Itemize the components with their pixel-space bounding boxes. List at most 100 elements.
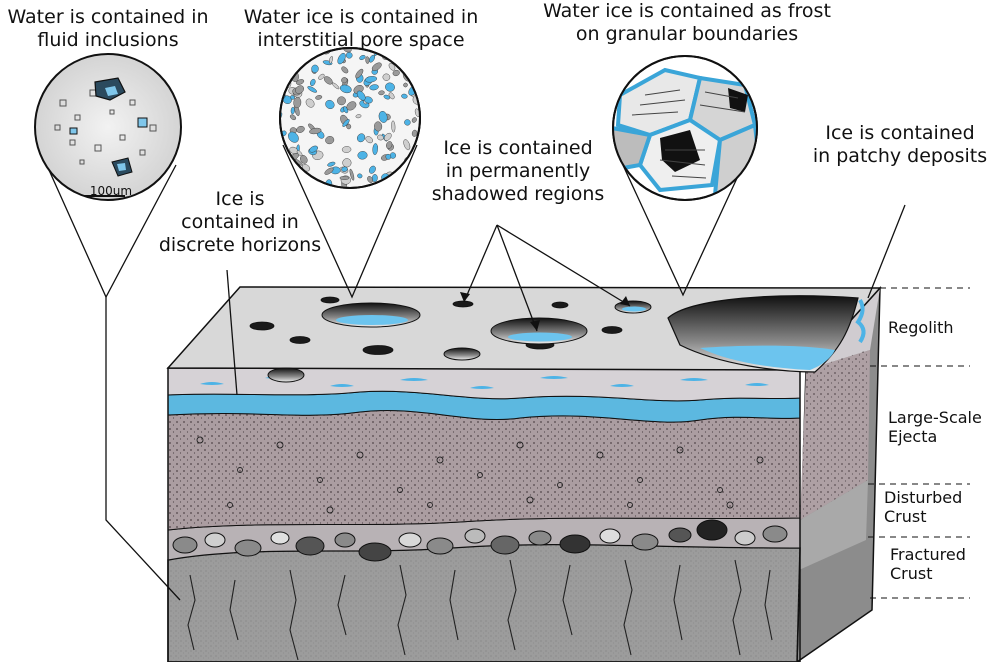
pore-grain <box>337 96 346 106</box>
pore-grain <box>315 95 323 100</box>
patchy-deposit-crater <box>667 295 859 373</box>
pore-grain <box>386 141 393 149</box>
pore-grain <box>371 62 382 71</box>
lens-fluid-inclusions <box>34 53 182 201</box>
pore-grain <box>289 66 295 75</box>
boulders <box>172 519 788 562</box>
regolith-front-layer <box>167 367 801 402</box>
pore-grain <box>403 82 408 88</box>
pore-grain <box>369 54 375 63</box>
pore-grain <box>289 54 301 60</box>
pore-grain <box>329 56 333 64</box>
pore-grain <box>286 174 296 181</box>
pore-grain <box>341 77 348 84</box>
psr-crater-3 <box>614 300 652 314</box>
pore-grain <box>332 82 340 90</box>
pore-grain <box>411 117 417 123</box>
pore-grain <box>309 145 318 153</box>
lens-pore-space <box>279 47 421 189</box>
scale-bar-label: 100um <box>89 184 133 198</box>
pore-grain <box>288 54 295 61</box>
pore-grain <box>339 176 350 180</box>
pore-grain <box>288 131 299 143</box>
pore-grain <box>383 94 391 100</box>
pore-grain <box>355 114 362 119</box>
pore-grain <box>392 69 400 77</box>
pore-grain <box>365 56 370 64</box>
pore-grain <box>346 101 357 111</box>
leader-lines <box>39 144 906 601</box>
pore-grain <box>385 153 392 160</box>
pore-grain <box>296 125 305 133</box>
pore-grain <box>280 154 287 162</box>
craters <box>249 296 623 355</box>
pore-grain <box>325 136 335 145</box>
pore-grain <box>342 119 350 127</box>
pore-grain <box>382 73 391 81</box>
pore-grain <box>359 55 366 60</box>
psr-crater-1 <box>321 302 421 328</box>
pore-grain <box>318 73 325 80</box>
pore-grain <box>325 99 335 110</box>
pore-grain <box>364 76 378 83</box>
ejecta-clasts <box>196 436 764 514</box>
pore-grain <box>290 106 295 115</box>
pore-grain <box>310 78 316 87</box>
pore-grain <box>289 114 297 121</box>
pore-grain <box>357 173 363 179</box>
pore-grain <box>367 176 373 183</box>
pore-grain <box>404 119 411 126</box>
pore-grain <box>324 167 334 175</box>
crust-cracks <box>187 559 773 661</box>
layer-label-regolith: Regolith <box>888 318 954 337</box>
pore-grain <box>403 59 409 67</box>
pore-grain <box>356 90 366 101</box>
pore-grain <box>341 66 349 74</box>
pore-grain <box>339 84 352 94</box>
pore-grain <box>296 79 305 85</box>
pore-grain <box>287 61 294 66</box>
pore-grain <box>369 84 379 91</box>
patchy-ice-edge <box>855 298 866 344</box>
pore-grain <box>327 161 336 167</box>
pore-grain <box>355 68 364 79</box>
pore-grain <box>280 68 286 79</box>
pore-grain <box>391 120 396 133</box>
pore-grain <box>295 85 304 94</box>
ice-streaks <box>200 376 769 389</box>
pore-grain <box>337 52 346 65</box>
layer-boundary-dashes <box>868 287 970 599</box>
pore-grain <box>357 151 368 160</box>
pore-grain <box>342 158 352 168</box>
arrowheads <box>460 292 630 331</box>
pore-grain <box>311 64 319 73</box>
block-right-face <box>796 285 881 662</box>
pore-grain <box>307 86 318 93</box>
psr-crater-2 <box>490 317 588 345</box>
pore-grain <box>368 165 376 174</box>
block-front-face <box>167 367 801 662</box>
pore-grain <box>345 52 353 59</box>
pore-grain <box>305 98 315 108</box>
pore-grain <box>357 133 366 143</box>
pore-grain <box>296 150 303 157</box>
pore-grain <box>383 132 392 141</box>
pore-grain <box>413 54 419 65</box>
pore-grain <box>403 60 414 69</box>
pore-grain <box>280 74 289 82</box>
lens-frost-grains <box>612 55 758 201</box>
pore-grain <box>411 129 418 137</box>
pore-grain <box>341 166 348 172</box>
pore-grain <box>341 146 352 153</box>
pore-grain <box>378 90 385 96</box>
pore-grain <box>385 82 395 92</box>
